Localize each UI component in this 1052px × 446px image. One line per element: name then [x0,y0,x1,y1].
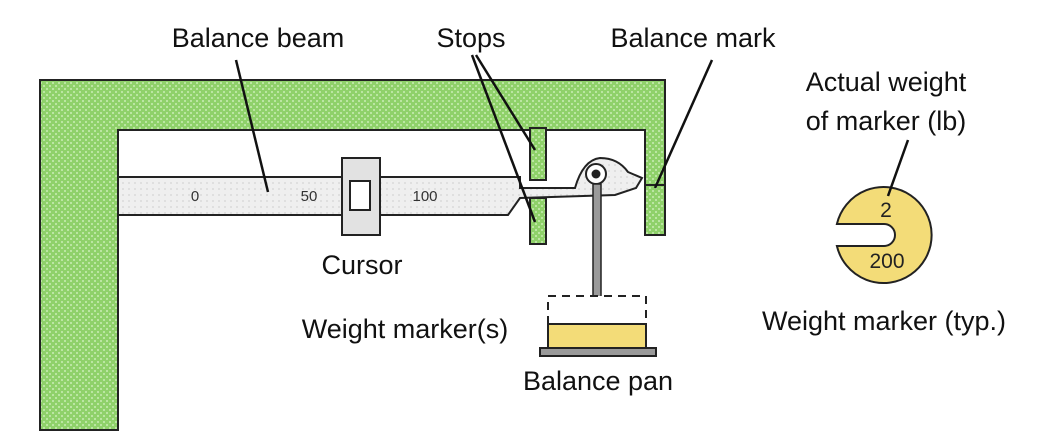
balance-mark [644,184,666,236]
scale-tick-100: 100 [412,188,437,205]
pivot-center [591,169,601,179]
label-balance-beam: Balance beam [172,23,345,53]
weight-markers-solid [547,323,647,349]
marker-bottom-value: 200 [869,250,904,273]
weight-markers-dashed [547,295,647,325]
leader-balance-mark [653,59,714,189]
label-actual-weight-line1: Actual weight [806,67,967,97]
label-stops: Stops [436,23,505,53]
label-balance-pan: Balance pan [523,366,673,396]
scale-tick-0: 0 [191,188,199,205]
label-weight-marker-typ: Weight marker (typ.) [762,306,1006,336]
leader-stops-lower [470,54,537,223]
stop-lower [529,197,547,245]
leader-actual-weight [886,139,910,197]
cursor-window [349,180,371,211]
marker-top-value: 2 [880,199,892,222]
weight-marker-typ [835,186,933,284]
label-actual-weight-line2: of marker (lb) [806,106,967,136]
scale-tick-50: 50 [301,188,318,205]
balance-pan [539,347,657,357]
leader-stops-upper [474,54,537,151]
frame [39,79,666,431]
label-balance-mark: Balance mark [610,23,776,53]
label-cursor: Cursor [321,250,402,280]
stop-upper [529,127,547,181]
leader-balance-beam [234,59,270,193]
label-weight-markers: Weight marker(s) [302,314,509,344]
